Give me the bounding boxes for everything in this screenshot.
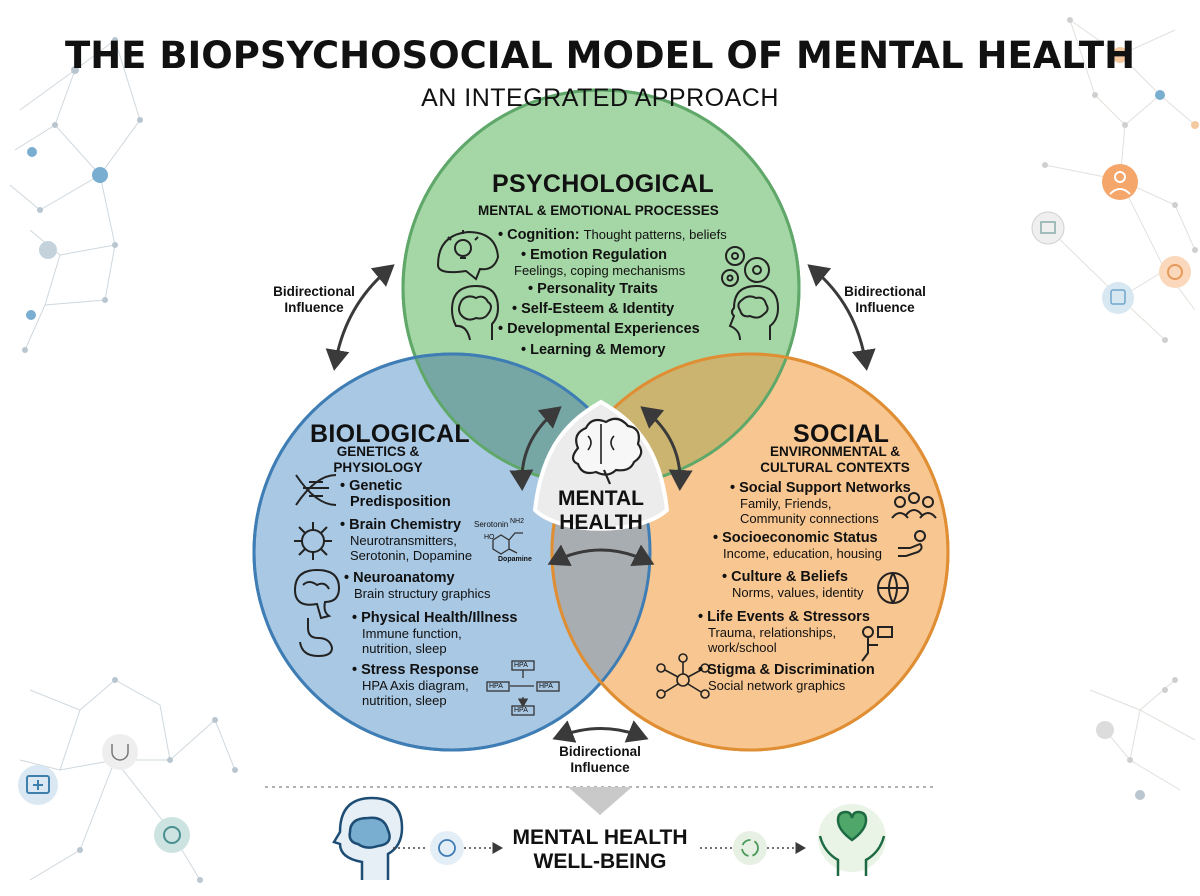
psych-item-cognition: • Cognition: Thought patterns, beliefs [498,227,727,243]
psychological-heading: PSYCHOLOGICAL [492,170,714,198]
hpa-label-right: HPA [539,683,553,690]
brain-anatomy-icon [293,568,341,620]
stress-person-icon [861,626,893,662]
process-icon-left [430,831,464,865]
hpa-label-left: HPA [489,683,503,690]
head-profile-brain-icon [728,284,780,341]
social-item-socioeconomic: • Socioeconomic Status Income, education… [713,530,882,561]
social-item-support: • Social Support Networks Family, Friend… [730,480,911,526]
psych-item-self-esteem: • Self-Esteem & Identity [512,301,675,317]
corner-icons [18,164,1191,853]
people-group-icon [891,492,937,519]
molecule-label-ho: HO [484,534,495,541]
brain-icon [571,417,643,485]
psych-item-personality: • Personality Traits [528,281,658,297]
page-title: THE BIOPSYCHOSOCIAL MODEL OF MENTAL HEAL… [64,34,1136,77]
psychological-subheading: MENTAL & EMOTIONAL PROCESSES [478,203,719,218]
network-nodes [22,17,1199,883]
biological-subheading: GENETICS &PHYSIOLOGY [333,444,423,475]
brain-head-icon [450,284,500,341]
psych-item-emotion: • Emotion Regulation Feelings, coping me… [514,247,686,278]
social-network-icon [656,653,710,699]
molecule-label-nh2: NH2 [510,518,525,525]
arrow-psych-bio [509,406,562,491]
hpa-label-bottom: HPA [514,707,528,714]
bio-item-brain-chemistry: • Brain Chemistry Neurotransmitters, Ser… [340,517,473,563]
gears-icon [721,246,770,287]
arrow-right-outer [807,264,876,371]
social-subheading: ENVIRONMENTAL &CULTURAL CONTEXTS [760,444,910,475]
heart-hands-icon [818,804,886,876]
molecule-label-dopamine: Dopamine [498,556,532,563]
arrow-bottom-outer [552,720,649,743]
arrow-left-outer [325,264,395,371]
social-item-life-events: • Life Events & Stressors Trauma, relati… [698,609,870,655]
social-item-culture: • Culture & Beliefs Norms, values, ident… [722,569,864,600]
psych-item-learning: • Learning & Memory [521,342,666,358]
social-heading: SOCIAL [793,420,890,448]
bio-item-neuroanatomy: • Neuroanatomy Brain structury graphics [344,570,491,601]
process-icon-right [733,831,767,865]
biological-heading: BIOLOGICAL [310,420,470,448]
molecule-label-serotonin: Serotonin [474,520,509,529]
molecule-icon [492,532,523,555]
arrow-psych-social [640,406,693,491]
lightbulb-head-icon [436,230,500,281]
hpa-axis-icon [486,660,560,716]
social-item-stigma: • Stigma & Discrimination Social network… [698,662,875,693]
psych-item-developmental: • Developmental Experiences [498,321,700,337]
dna-icon [295,474,337,506]
down-triangle [568,787,632,815]
bio-item-physical-health: • Physical Health/Illness Immune functio… [352,610,518,656]
bio-item-stress-response: • Stress Response HPA Axis diagram, nutr… [352,662,479,708]
page-subtitle: AN INTEGRATED APPROACH [421,84,779,112]
stomach-icon [299,618,334,658]
globe-icon [877,572,909,604]
arrow-bio-social [547,544,655,567]
neuron-icon [294,522,332,560]
head-brain-icon [332,796,404,880]
hand-coin-icon [898,530,926,557]
network-decoration-right [1044,19,1196,791]
hpa-label-top: HPA [514,662,528,669]
